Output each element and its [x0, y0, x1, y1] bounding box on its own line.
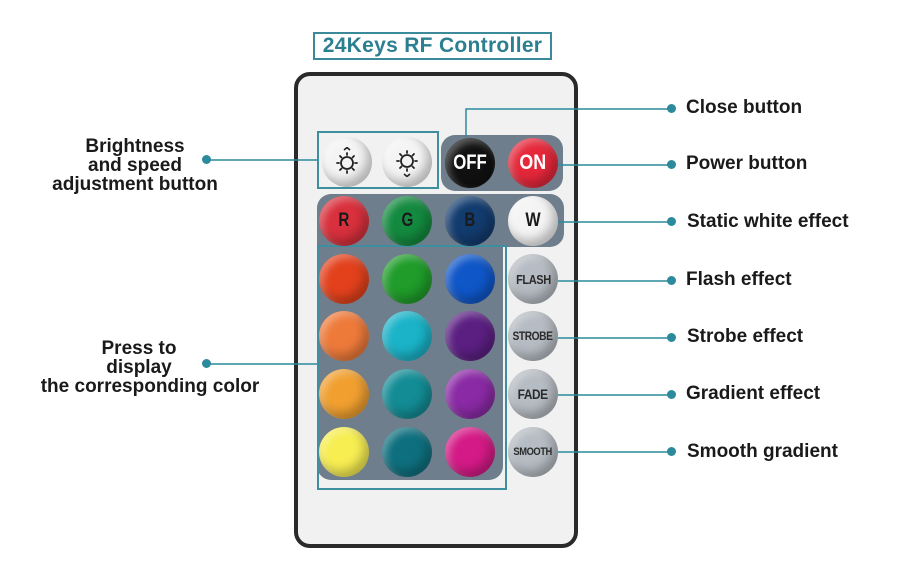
off-button[interactable]: OFF — [445, 138, 495, 188]
strobe-label: STROBE — [513, 329, 553, 343]
flash-button[interactable]: FLASH — [508, 254, 558, 304]
smooth-label: SMOOTH — [513, 446, 553, 458]
press-label-line1: Press to — [101, 338, 177, 359]
color-button[interactable] — [319, 427, 369, 477]
strobe-button[interactable]: STROBE — [508, 311, 558, 361]
press-label-line3: the corresponding color — [40, 376, 260, 397]
color-grid-outline — [317, 245, 507, 490]
close-button-label: Close button — [686, 97, 803, 118]
press-label: Press to display the corresponding color — [30, 339, 270, 396]
brightness-up-icon — [336, 147, 358, 174]
brightness-label-line3: adjustment button — [52, 174, 218, 195]
callout-dot — [667, 160, 676, 169]
off-label: OFF — [453, 151, 487, 174]
strobe-effect-label: Strobe effect — [687, 326, 804, 347]
color-button[interactable] — [319, 311, 369, 361]
r-label: R — [338, 210, 350, 231]
callout-dot — [667, 276, 676, 285]
blue-button[interactable]: B — [445, 196, 495, 246]
b-label: B — [464, 210, 476, 231]
gradient-effect-label: Gradient effect — [686, 383, 821, 404]
flash-effect-label: Flash effect — [686, 269, 792, 290]
color-button[interactable] — [445, 427, 495, 477]
static-white-label: Static white effect — [687, 211, 849, 232]
power-button-label: Power button — [686, 153, 808, 174]
callout-dot — [667, 333, 676, 342]
red-button[interactable]: R — [319, 196, 369, 246]
callout-dot — [202, 155, 211, 164]
page-title: 24Keys RF Controller — [313, 32, 552, 60]
press-label-line2: display — [106, 357, 172, 378]
color-button[interactable] — [445, 311, 495, 361]
brightness-label: Brightness and speed adjustment button — [30, 137, 270, 194]
color-button[interactable] — [382, 254, 432, 304]
brightness-up-button[interactable] — [322, 137, 372, 187]
brightness-down-button[interactable] — [382, 137, 432, 187]
white-button[interactable]: W — [508, 196, 558, 246]
on-label: ON — [519, 151, 547, 174]
smooth-button[interactable]: SMOOTH — [508, 427, 558, 477]
color-button[interactable] — [382, 427, 432, 477]
callout-dot — [667, 390, 676, 399]
green-button[interactable]: G — [382, 196, 432, 246]
flash-label: FLASH — [515, 271, 551, 287]
color-button[interactable] — [445, 254, 495, 304]
color-button[interactable] — [445, 369, 495, 419]
smooth-gradient-label: Smooth gradient — [687, 441, 838, 462]
fade-label: FADE — [517, 386, 549, 402]
g-label: G — [401, 210, 413, 231]
color-button[interactable] — [382, 369, 432, 419]
brightness-label-line2: and speed — [88, 155, 182, 176]
fade-button[interactable]: FADE — [508, 369, 558, 419]
color-button[interactable] — [319, 254, 369, 304]
on-button[interactable]: ON — [508, 138, 558, 188]
brightness-label-line1: Brightness — [85, 136, 185, 157]
callout-dot — [667, 447, 676, 456]
brightness-down-icon — [396, 150, 418, 177]
w-label: W — [525, 210, 541, 231]
color-button[interactable] — [382, 311, 432, 361]
brightness-outline — [317, 131, 439, 189]
callout-dot — [667, 104, 676, 113]
color-button[interactable] — [319, 369, 369, 419]
callout-dot — [202, 359, 211, 368]
callout-dot — [667, 217, 676, 226]
